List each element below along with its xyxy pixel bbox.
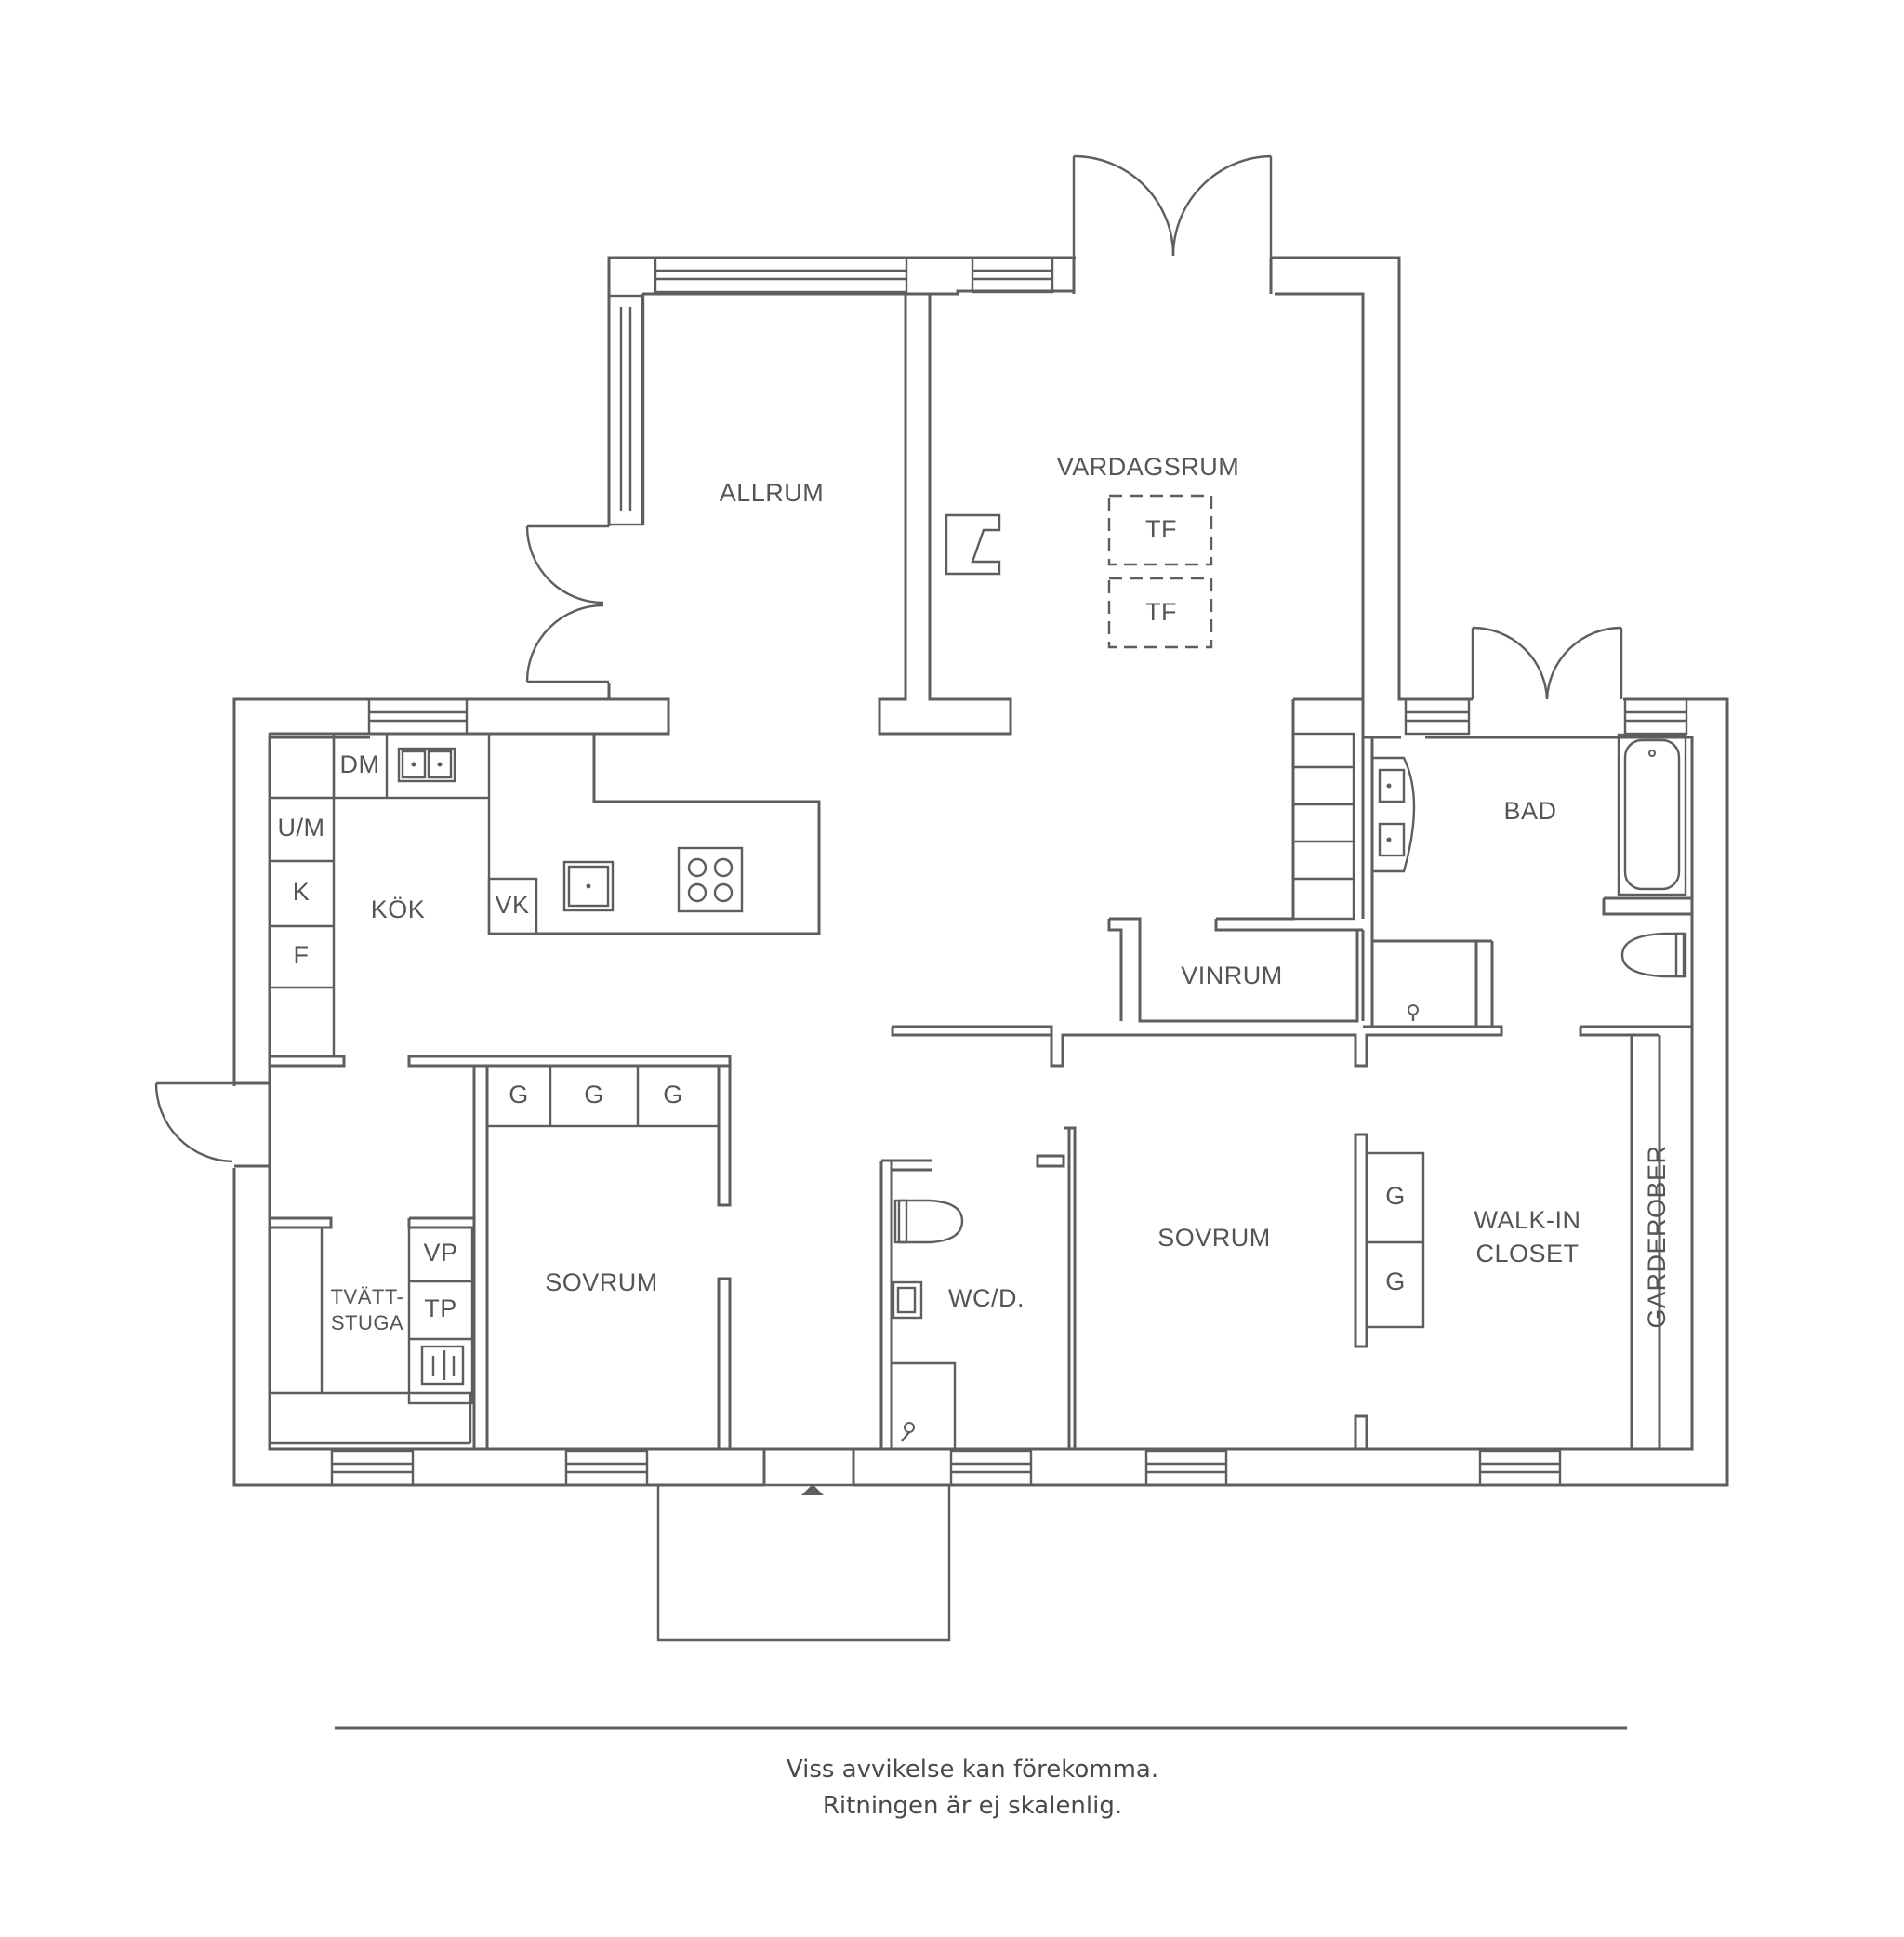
toilet (1620, 932, 1686, 978)
fixture-label-g-5: G (1385, 1267, 1406, 1295)
fixture-label-g-3: G (663, 1081, 683, 1108)
wc-sink (892, 1280, 923, 1320)
fixture-label-f: F (294, 941, 310, 969)
disclaimer-line-1: Viss avvikelse kan förekomma. (787, 1756, 1158, 1784)
fixture-labels: TF TF DM U/M K F VK VP TP G G G G G (278, 515, 1406, 1322)
window (654, 256, 908, 294)
wc-fixtures (892, 1199, 964, 1449)
bad-fixtures (1291, 732, 1687, 1021)
kitchen-sink (397, 747, 456, 783)
fixture-label-um: U/M (278, 814, 325, 842)
fixture-label-g-1: G (509, 1081, 529, 1108)
room-label-garderober: GARDEROBER (1643, 1145, 1671, 1328)
room-label-tvatt-2: STUGA (331, 1311, 403, 1334)
room-label-vinrum: VINRUM (1181, 962, 1283, 989)
window (1623, 697, 1688, 736)
room-label-tvatt-1: TVÄTT- (331, 1285, 404, 1308)
window (1404, 697, 1471, 736)
window (367, 697, 469, 736)
window (1144, 1449, 1228, 1487)
fixture-label-g-2: G (584, 1081, 604, 1108)
double-sink (1372, 756, 1416, 873)
vardagsrum-fixtures (945, 494, 1213, 649)
windows (330, 256, 1688, 1487)
window (330, 1449, 415, 1487)
fixture-label-tf-2: TF (1145, 598, 1177, 626)
island-sink (562, 860, 615, 912)
room-label-vardagsrum: VARDAGSRUM (1057, 453, 1240, 481)
room-label-allrum: ALLRUM (720, 479, 825, 507)
room-label-wc: WC/D. (948, 1284, 1025, 1312)
bathtub (1617, 733, 1687, 896)
interior-walls (270, 294, 1692, 1451)
room-label-sovrum-right: SOVRUM (1157, 1224, 1271, 1252)
room-labels: ALLRUM VARDAGSRUM KÖK BAD VINRUM SOVRUM … (331, 453, 1672, 1334)
window (564, 1449, 649, 1487)
fixture-label-k: K (293, 878, 311, 906)
disclaimer-line-2: Ritningen är ej skalenlig. (823, 1792, 1122, 1820)
exterior-doors (154, 154, 1623, 1642)
window (1478, 1449, 1562, 1487)
room-label-walkin-2: CLOSET (1475, 1240, 1579, 1267)
fixture-label-vk: VK (495, 891, 529, 919)
fireplace-icon (945, 513, 1001, 576)
window (949, 1449, 1033, 1487)
room-label-kok: KÖK (371, 896, 426, 923)
fixture-label-dm: DM (340, 750, 380, 778)
window (607, 294, 645, 526)
closets (268, 1064, 1425, 1445)
fixture-label-tp: TP (424, 1294, 457, 1322)
cooktop (677, 846, 744, 913)
kitchen-cabinets (268, 732, 744, 1058)
fixture-label-g-4: G (1385, 1182, 1406, 1210)
room-label-walkin-1: WALK-IN (1474, 1206, 1580, 1234)
fixture-label-vp: VP (423, 1239, 457, 1267)
window (971, 256, 1054, 294)
room-label-sovrum-left: SOVRUM (545, 1268, 658, 1296)
room-label-bad: BAD (1503, 797, 1556, 825)
fixture-label-tf-1: TF (1145, 515, 1177, 543)
wc-toilet (897, 1199, 964, 1244)
